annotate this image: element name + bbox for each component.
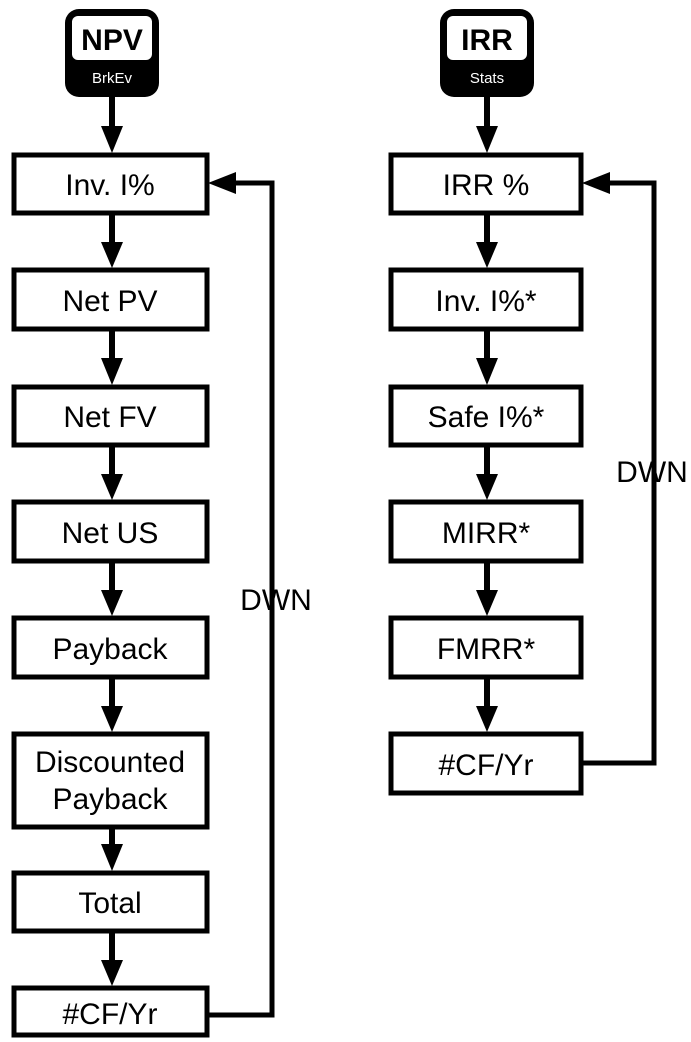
irr-key-sublabel: Stats [470,70,504,87]
npv-arrow-step5-to-step6 [101,677,123,732]
npv-step-label: Net US [62,517,159,550]
irr-arrow-key-to-step1 [476,97,498,153]
npv-step-label-line2: Payback [52,783,168,816]
irr-arrow-step4-to-step5 [476,561,498,616]
irr-arrow-step2-to-step3 [476,329,498,385]
npv-arrows [101,97,123,986]
npv-arrow-step7-to-step8 [101,931,123,986]
irr-step-cf-yr: #CF/Yr [388,731,584,796]
npv-arrow-step4-to-step5 [101,561,123,616]
irr-flow: IRR Stats [388,9,688,796]
npv-arrow-step3-to-step4 [101,445,123,500]
npv-arrow-step2-to-step3 [101,329,123,385]
npv-step-net-fv: Net FV [11,384,210,448]
irr-step-label: Inv. I%* [435,285,536,318]
irr-step-label: #CF/Yr [438,749,533,782]
irr-arrow-step1-to-step2 [476,213,498,268]
irr-key-label: IRR [461,24,513,57]
npv-key-sublabel: BrkEv [92,70,133,87]
irr-key-icon: IRR Stats [440,9,534,97]
npv-key-label: NPV [81,24,143,57]
npv-step-payback: Payback [11,615,210,680]
irr-loop-label: DWN [616,456,688,489]
irr-loop-arrow [581,172,657,766]
irr-arrow-step3-to-step4 [476,445,498,500]
npv-step-label: Net FV [63,401,156,434]
npv-step-total: Total [11,870,210,934]
irr-step-inv-i: Inv. I%* [388,267,584,332]
npv-step-net-us: Net US [11,499,210,564]
npv-arrow-step1-to-step2 [101,213,123,268]
npv-step-cf-yr: #CF/Yr [11,985,210,1038]
npv-step-label: #CF/Yr [62,998,157,1031]
npv-step-inv-i: Inv. I% [11,152,210,216]
npv-key-icon: NPV BrkEv [65,9,159,97]
irr-step-label: IRR % [443,169,530,202]
npv-step-label: Inv. I% [65,169,154,202]
irr-step-mirr: MIRR* [388,499,584,564]
irr-step-fmrr: FMRR* [388,615,584,680]
irr-step-safe-i: Safe I%* [388,384,584,448]
npv-step-net-pv: Net PV [11,267,210,332]
npv-loop-arrow [207,172,275,1018]
irr-arrows [476,97,498,732]
npv-step-label: Net PV [62,285,157,318]
npv-arrow-key-to-step1 [101,97,123,153]
npv-step-label: Payback [52,633,168,666]
irr-step-label: MIRR* [442,517,531,550]
npv-step-label: Total [78,887,141,920]
npv-step-label-line1: Discounted [35,746,185,779]
npv-arrow-step6-to-step7 [101,827,123,871]
irr-arrow-step5-to-step6 [476,677,498,732]
npv-flow: NPV BrkEv [11,9,312,1038]
irr-step-label: FMRR* [437,633,536,666]
npv-loop-label: DWN [240,584,312,617]
npv-step-discounted-payback: Discounted Payback [11,731,210,830]
irr-step-label: Safe I%* [428,401,545,434]
irr-step-irr: IRR % [388,152,584,216]
